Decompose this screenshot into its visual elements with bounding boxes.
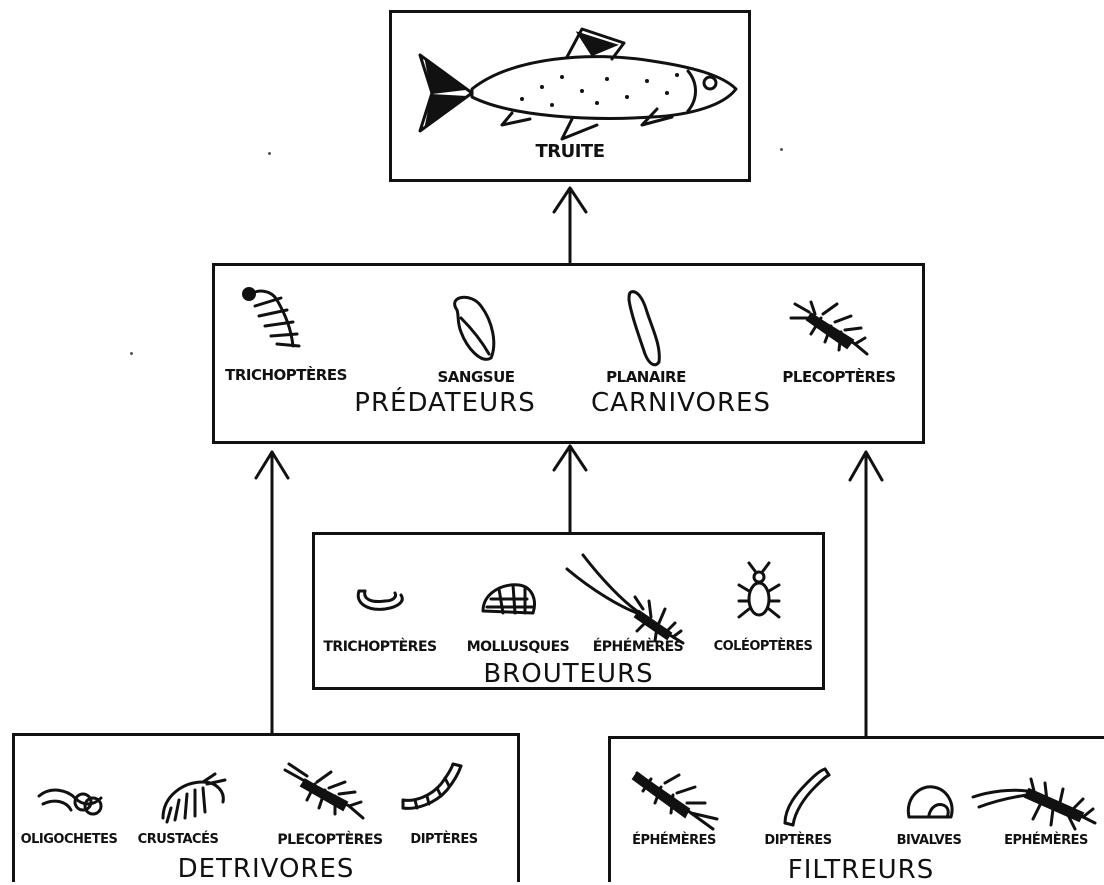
fly-larva-icon — [777, 763, 837, 833]
group-title: FILTREURS — [731, 855, 991, 885]
organism-label: EPHÉMÈRES — [991, 833, 1101, 848]
beetle-icon — [735, 561, 785, 631]
detrivores-box: OLIGOCHETES CRUSTACÉS PLECOPTÈRES DIPTÈR… — [12, 733, 520, 882]
organism-label: PLECOPTÈRES — [265, 832, 395, 848]
organism-label: DIPTÈRES — [743, 833, 853, 848]
organism-label: DIPTÈRES — [389, 832, 499, 847]
case-larva-icon — [345, 573, 415, 623]
organism-label: BIVALVES — [879, 833, 979, 848]
organism-label: ÉPHÉMÈRES — [573, 639, 703, 655]
organism-label: OLIGOCHETES — [9, 832, 129, 847]
mayfly-icon — [971, 761, 1101, 841]
filtreurs-box: ÉPHÉMÈRES DIPTÈRES BIVALVES EPHÉMÈRES FI… — [608, 736, 1104, 882]
worm-icon — [31, 776, 111, 826]
group-title: PRÉDATEURS — [335, 388, 555, 418]
group-title: CARNIVORES — [571, 388, 791, 418]
organism-label: TRICHOPTÈRES — [315, 639, 445, 655]
brouteurs-box: TRICHOPTÈRES MOLLUSQUES ÉPHÉMÈRES COLÉOP… — [312, 532, 825, 690]
mayfly-icon — [563, 551, 693, 651]
stonefly-icon — [781, 288, 871, 368]
truite-label: TRUITE — [392, 141, 748, 162]
stonefly-icon — [279, 760, 369, 830]
organism-label: MOLLUSQUES — [453, 639, 583, 655]
larva-icon — [237, 280, 307, 360]
organism-label: PLECOPTÈRES — [769, 368, 909, 386]
group-title: DETRIVORES — [15, 854, 517, 884]
trout-icon — [402, 17, 742, 137]
truite-box: TRUITE — [389, 10, 751, 182]
organism-label: COLÉOPTÈRES — [705, 639, 821, 654]
organism-label: PLANAIRE — [581, 368, 711, 386]
fly-larva-icon — [395, 760, 475, 820]
shrimp-icon — [153, 766, 233, 826]
organism-label: ÉPHÉMÈRES — [611, 833, 737, 848]
organism-label: CRUSTACÉS — [123, 832, 233, 847]
planarian-icon — [617, 284, 677, 374]
organism-label: SANGSUE — [411, 368, 541, 386]
bivalve-icon — [901, 779, 961, 829]
leech-icon — [437, 288, 507, 368]
mayfly-icon — [621, 763, 731, 833]
snail-icon — [473, 575, 543, 625]
group-title: BROUTEURS — [315, 659, 822, 689]
predateurs-box: TRICHOPTÈRES SANGSUE PLANAIRE PLECOPTÈRE… — [212, 263, 925, 444]
organism-label: TRICHOPTÈRES — [221, 366, 351, 384]
